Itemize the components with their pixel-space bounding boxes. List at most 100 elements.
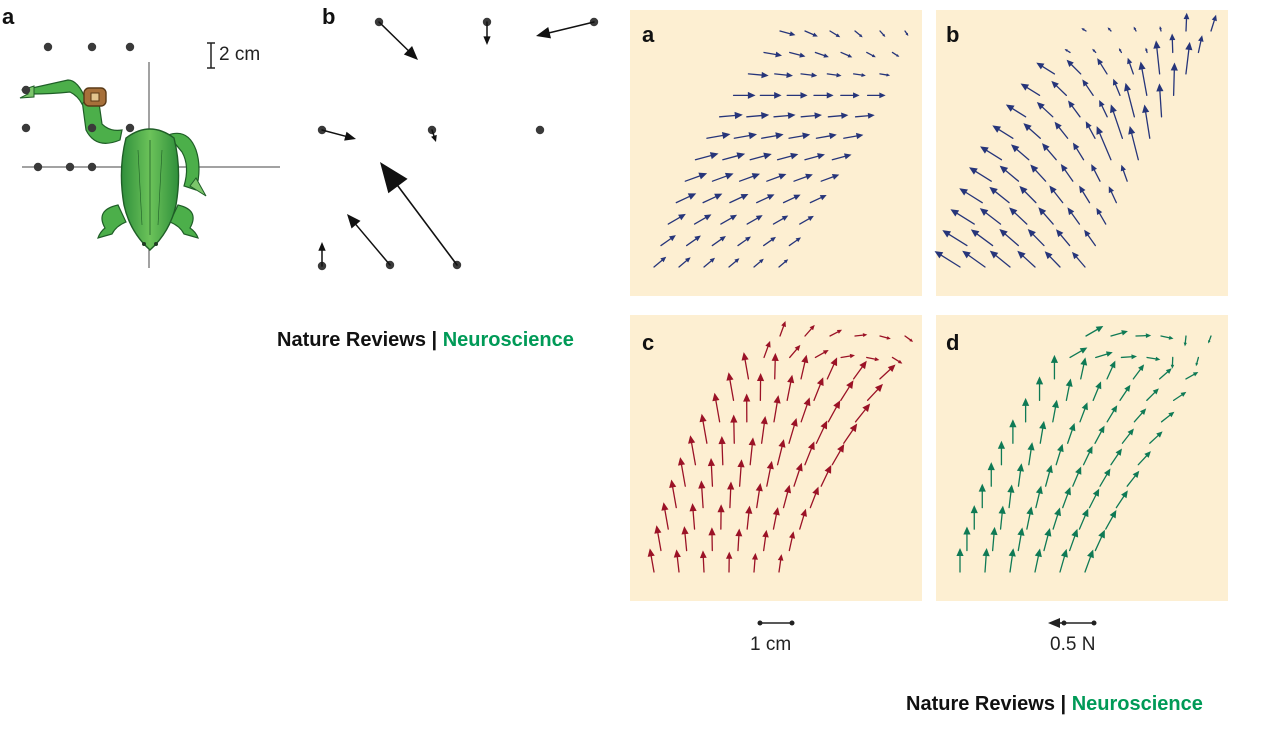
force-arrow xyxy=(1036,102,1054,118)
force-arrow xyxy=(1039,420,1047,444)
force-arrow xyxy=(760,132,784,140)
force-arrow xyxy=(813,92,834,99)
force-arrow xyxy=(774,72,793,78)
fig1-credit: Nature Reviews | Neuroscience xyxy=(277,329,574,352)
force-arrow xyxy=(751,552,758,573)
force-arrow xyxy=(660,235,676,247)
force-arrow xyxy=(1022,397,1030,423)
force-arrow xyxy=(782,484,792,509)
force-arrow xyxy=(778,259,789,268)
length-scale-bar xyxy=(757,620,795,626)
force-arrow xyxy=(799,215,814,225)
force-arrow xyxy=(1030,164,1047,182)
force-arrow xyxy=(720,214,738,225)
force-arrow xyxy=(1065,378,1073,402)
force-arrow xyxy=(1079,185,1091,204)
force-arrow xyxy=(763,51,783,58)
force-arrow xyxy=(1050,354,1059,380)
grid-dot xyxy=(125,123,135,133)
force-arrow xyxy=(1095,351,1113,359)
force-arrow xyxy=(992,125,1014,139)
force-arrow xyxy=(970,229,994,247)
force-arrow xyxy=(1079,402,1088,423)
fig2-panel-a-label: a xyxy=(642,22,655,47)
force-arrow xyxy=(1092,381,1102,402)
force-arrow xyxy=(1096,126,1112,161)
force-arrow xyxy=(711,235,726,247)
force-arrow xyxy=(989,186,1010,204)
force-arrow xyxy=(776,152,799,161)
force-arrow xyxy=(1080,357,1088,380)
force-arrow xyxy=(998,505,1006,530)
force-arrow xyxy=(1069,347,1088,359)
force-arrow xyxy=(800,112,822,119)
grid-dot xyxy=(87,123,97,133)
force-arrow xyxy=(840,51,853,58)
force-arrow xyxy=(1049,185,1064,204)
force-arrow xyxy=(1170,356,1175,369)
force-arrow xyxy=(1027,442,1035,466)
force-arrow xyxy=(969,167,992,182)
force-arrow xyxy=(759,92,782,99)
force-arrow xyxy=(809,486,819,509)
force-arrow xyxy=(730,414,738,444)
force-arrow xyxy=(483,21,491,45)
force-arrow xyxy=(1051,80,1068,97)
force-arrow xyxy=(728,258,740,268)
force-arrow xyxy=(653,256,667,268)
force-arrow xyxy=(1091,164,1101,182)
force-arrow xyxy=(763,340,771,359)
force-arrow xyxy=(963,526,971,552)
force-arrow xyxy=(866,51,876,58)
force-arrow xyxy=(1153,40,1161,75)
grid-dot xyxy=(87,162,97,172)
force-arrow xyxy=(773,395,781,423)
force-arrow xyxy=(799,508,807,530)
credit-journal-2: Nature Reviews xyxy=(906,693,1055,715)
force-arrow xyxy=(747,71,769,79)
force-arrow xyxy=(380,162,458,266)
force-arrow xyxy=(712,392,721,423)
force-arrow xyxy=(707,457,716,487)
force-arrow xyxy=(1026,506,1034,530)
force-arrow xyxy=(776,439,786,466)
force-arrow xyxy=(1009,419,1017,444)
force-arrow xyxy=(904,335,914,342)
force-arrow xyxy=(829,329,843,337)
force-arrow xyxy=(891,51,900,57)
force-arrow xyxy=(999,229,1019,247)
force-arrow xyxy=(1078,508,1089,530)
force-arrow xyxy=(804,30,818,37)
credit-section: Neuroscience xyxy=(442,329,574,351)
force-arrow xyxy=(879,335,891,340)
force-arrow xyxy=(942,230,968,247)
force-arrow xyxy=(820,174,840,182)
grid-dot xyxy=(33,162,43,172)
force-arrow xyxy=(684,172,708,182)
force-arrow xyxy=(1034,548,1042,573)
force-arrow xyxy=(1146,388,1159,402)
force-arrow xyxy=(820,465,832,487)
force-arrow xyxy=(1119,384,1131,402)
force-arrow xyxy=(843,423,858,444)
force-arrow xyxy=(950,209,975,225)
force-arrow xyxy=(766,173,787,182)
force-arrow xyxy=(1016,463,1025,487)
force-arrow xyxy=(789,344,801,359)
force-arrow xyxy=(749,152,772,161)
force-arrow xyxy=(677,457,686,487)
force-arrow xyxy=(934,251,961,268)
force-arrow xyxy=(789,51,806,58)
force-arrow xyxy=(699,550,707,573)
fig2-panel-c-label: c xyxy=(642,330,655,355)
force-arrow xyxy=(675,193,697,204)
force-arrow xyxy=(766,460,774,487)
grid-dot xyxy=(535,125,545,135)
credit-separator: | xyxy=(425,329,443,351)
force-arrow xyxy=(1066,59,1082,75)
fig2-panel-b-label: b xyxy=(946,22,960,47)
force-arrow xyxy=(956,548,964,573)
force-arrow xyxy=(1023,123,1041,139)
force-arrow xyxy=(813,377,824,402)
force-arrow xyxy=(693,214,712,225)
